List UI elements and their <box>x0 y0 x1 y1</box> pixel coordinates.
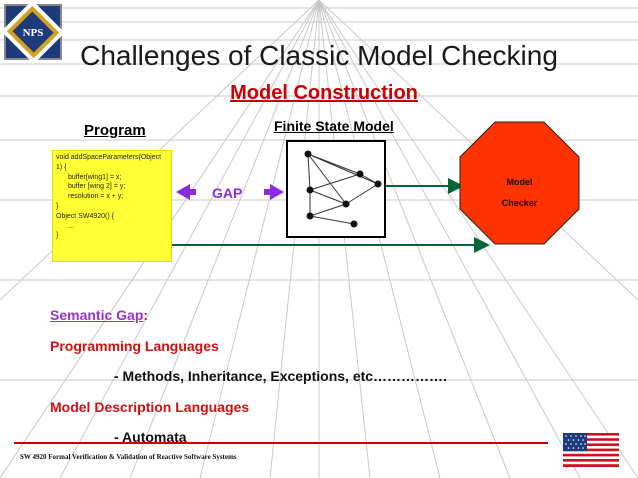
bullet-automata: - Automata <box>114 429 187 445</box>
footer-divider <box>14 442 548 444</box>
model-checker-line1: Model <box>506 177 533 187</box>
finite-state-model-box <box>286 140 386 238</box>
semantic-gap-text: Semantic Gap <box>50 307 144 323</box>
code-line: void addSpaceParameters(Object <box>56 154 162 161</box>
code-line: resolution = x + y; <box>68 193 124 201</box>
model-checker-line2: Checker <box>501 198 538 208</box>
program-code-box: void addSpaceParameters(Object 1) { buff… <box>52 150 172 262</box>
gap-label: GAP <box>212 185 243 201</box>
bullet-semantic-gap: Semantic Gap: <box>50 300 447 331</box>
code-line: 1) { <box>56 163 67 171</box>
nps-logo-icon: NPS <box>4 4 62 60</box>
code-line: } <box>56 202 59 210</box>
state-graph-icon <box>304 150 382 228</box>
code-line: buffer[wing1] = x; <box>68 173 122 181</box>
code-line: Object SW4920() { <box>56 212 114 220</box>
octagon-icon <box>459 121 580 245</box>
logo-text: NPS <box>23 27 44 39</box>
us-flag-icon <box>563 433 619 467</box>
model-checker-label: Model Checker <box>459 172 580 214</box>
bullet-methods: - Methods, Inheritance, Exceptions, etc…… <box>114 368 447 384</box>
code-line: } <box>56 232 59 240</box>
code-line: buffer [wing 2] = y; <box>68 183 126 191</box>
slide-subtitle: Model Construction <box>230 82 418 104</box>
slide-title: Challenges of Classic Model Checking <box>80 40 558 71</box>
bullet-model-description-languages: Model Description Languages <box>50 398 250 415</box>
program-label: Program <box>84 122 146 139</box>
bullet-programming-languages: Programming Languages <box>50 337 219 354</box>
semantic-gap-colon: : <box>143 307 149 323</box>
code-line: … <box>68 222 75 230</box>
finite-state-model-label: Finite State Model <box>274 118 394 134</box>
double-arrow-icon <box>176 184 284 200</box>
bullet-list: Semantic Gap: Programming Languages - Me… <box>50 300 447 453</box>
footer-text: SW 4920 Formal Verification & Validation… <box>20 453 237 461</box>
